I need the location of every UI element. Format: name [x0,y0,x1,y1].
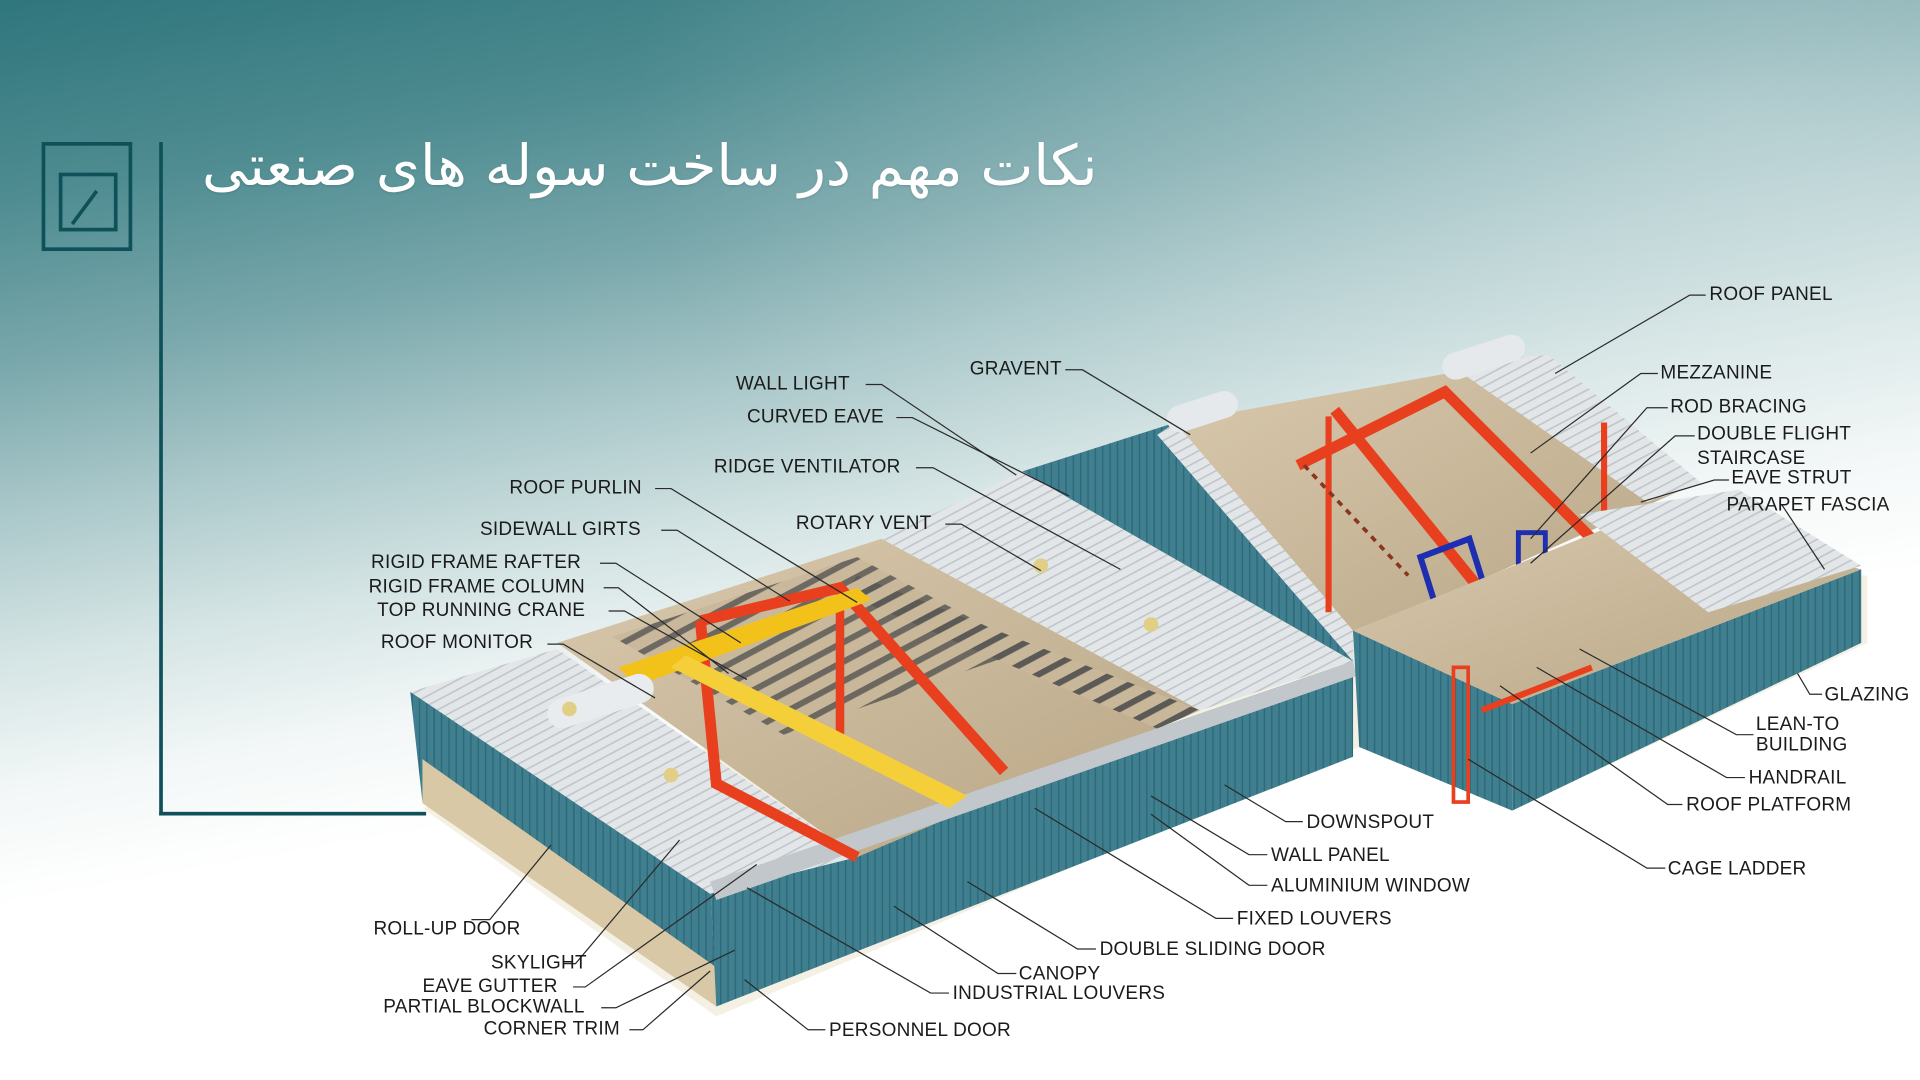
label-top-running-crane: TOP RUNNING CRANE [377,600,586,621]
label-gravent: GRAVENT [969,358,1062,380]
page-title: نکات مهم در ساخت سوله های صنعتی [202,132,1098,199]
inner-square-icon [58,172,118,232]
label-curved-eave: CURVED EAVE [746,406,884,428]
label-mezzanine: MEZZANINE [1660,362,1773,384]
label-roof-monitor: ROOF MONITOR [380,631,534,653]
label-wall-light: WALL LIGHT [735,373,850,395]
decorative-vertical-rule [159,142,163,816]
label-rigid-frame-column: RIGID FRAME COLUMN [368,576,585,598]
label-handrail: HANDRAIL [1748,767,1847,789]
label-rotary-vent: ROTARY VENT [795,513,932,534]
label-industrial-louvers: INDUSTRIAL LOUVERS [952,983,1166,1005]
frame-corner-icon [41,142,133,252]
label-wall-panel: WALL PANEL [1271,844,1390,866]
label-corner-trim: CORNER TRIM [483,1018,620,1040]
decorative-horizontal-rule [159,811,427,816]
label-staircase: STAIRCASE [1697,448,1806,469]
label-rigid-frame-rafter: RIGID FRAME RAFTER [371,552,582,574]
label-eave-gutter: EAVE GUTTER [422,975,558,997]
label-canopy: CANOPY [1018,963,1101,985]
label-roof-platform: ROOF PLATFORM [1686,794,1852,816]
label-ridge-ventilator: RIDGE VENTILATOR [713,456,901,478]
label-eave-strut: EAVE STRUT [1731,467,1852,489]
label-glazing: GLAZING [1824,684,1910,706]
label-skylight: SKYLIGHT [491,952,587,974]
label-parapet-fascia: PARAPET FASCIA [1726,494,1890,516]
label-partial-blockwall: PARTIAL BLOCKWALL [383,996,585,1018]
label-rod-bracing: ROD BRACING [1670,396,1807,418]
label-aluminium-window: ALUMINIUM WINDOW [1271,875,1471,897]
label-building: BUILDING [1755,734,1848,756]
label-downspout: DOWNSPOUT [1306,811,1435,833]
label-fixed-louvers: FIXED LOUVERS [1236,908,1392,930]
label-double-flight: DOUBLE FLIGHT [1697,423,1852,445]
label-roof-panel: ROOF PANEL [1709,284,1833,305]
label-personnel-door: PERSONNEL DOOR [828,1020,1012,1041]
label-roll-up-door: ROLL-UP DOOR [373,918,521,940]
label-cage-ladder: CAGE LADDER [1667,858,1807,880]
label-lean-to: LEAN-TO [1755,713,1840,735]
label-roof-purlin: ROOF PURLIN [509,477,642,499]
diagonal-stroke-icon [70,189,99,226]
label-sidewall-girts: SIDEWALL GIRTS [480,519,641,541]
label-double-sliding-door: DOUBLE SLIDING DOOR [1099,939,1326,961]
